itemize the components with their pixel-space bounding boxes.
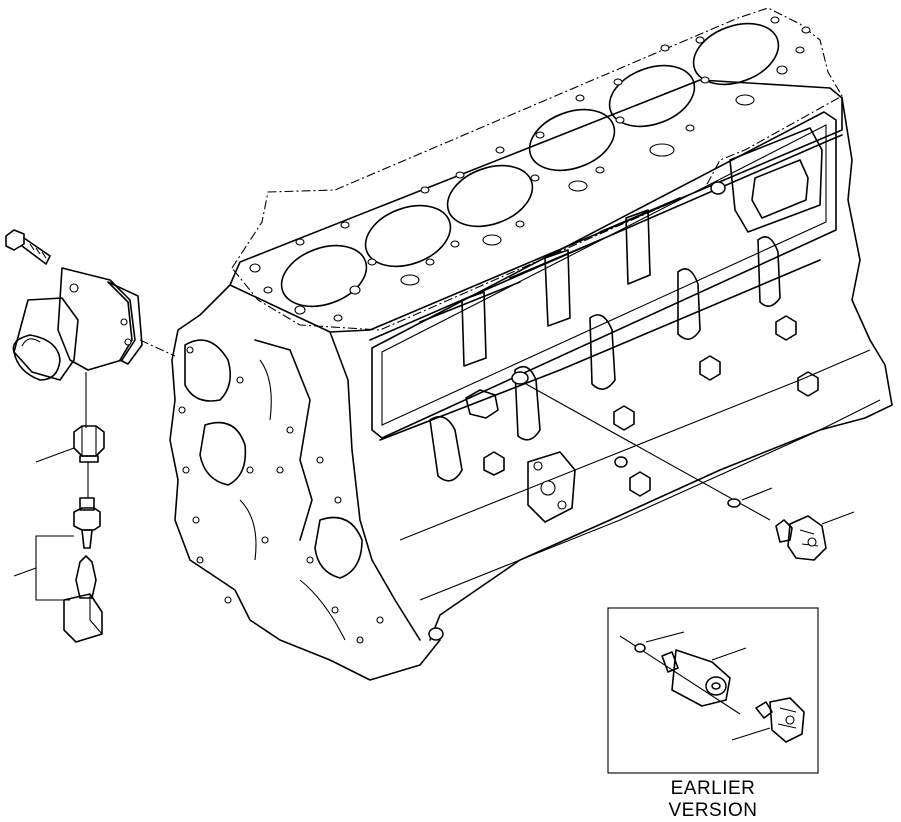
side-cover-rail	[371, 111, 837, 439]
block-right-side	[429, 97, 893, 641]
callout-leader	[821, 511, 855, 525]
housing-flange	[107, 281, 143, 365]
housing-bolt-hole	[69, 283, 79, 293]
gasket-holes	[249, 16, 811, 322]
head-gasket-outline	[231, 7, 843, 331]
oil-pressure-switch	[775, 515, 827, 561]
housing-mount-line	[139, 339, 176, 357]
sender-bracket	[35, 535, 74, 601]
flange-hole	[533, 461, 543, 471]
callout-leader	[35, 447, 75, 463]
bottom-plug	[428, 627, 444, 641]
side-plug-port	[614, 456, 628, 468]
bolt-icon	[5, 229, 51, 265]
water-outlet-inner	[751, 159, 809, 219]
flange-hole	[557, 500, 567, 510]
block-side-rail-mid	[379, 259, 821, 441]
cover-crossbar-2	[509, 239, 601, 327]
oil-pressure-switch-assembly	[525, 383, 855, 561]
side-bosses	[429, 236, 781, 482]
block-deck-outline	[229, 79, 843, 333]
side-cover-inner	[381, 124, 827, 426]
cylinder-bores	[280, 22, 780, 308]
housing-outlet-pipe	[13, 297, 79, 381]
block-front-edge	[329, 331, 421, 641]
thermostat-housing-assembly	[5, 229, 176, 643]
switch-leader-line	[525, 383, 771, 521]
callout-leader	[741, 487, 773, 501]
outlet-pipe-mouth	[12, 334, 61, 381]
housing-bolt-hole	[120, 318, 128, 326]
block-front-face	[169, 284, 441, 681]
cover-crossbar-1	[419, 281, 521, 367]
side-hex-plugs	[465, 315, 819, 497]
block-side-rail-lower	[399, 349, 871, 541]
front-bore-lower	[314, 516, 363, 579]
inset-adapter-bolt	[755, 697, 805, 743]
flange-hole-center	[540, 480, 556, 496]
callout-leader	[13, 567, 37, 577]
block-side-rail-upper	[369, 134, 843, 341]
side-plug-port	[511, 371, 529, 385]
mounting-flange	[527, 451, 576, 523]
water-outlet-opening	[729, 127, 823, 233]
cylinder-block	[169, 7, 893, 681]
front-bore	[199, 421, 247, 486]
front-web-line	[239, 359, 346, 641]
inset-o-ring	[634, 643, 646, 653]
o-ring	[727, 498, 741, 508]
front-bolt-holes	[178, 346, 384, 644]
sender-connector	[63, 555, 103, 643]
housing-bolt-hole	[124, 338, 132, 346]
inset-pressure-sender	[661, 649, 731, 707]
side-plug-port	[710, 181, 726, 195]
temperature-sender	[73, 497, 101, 549]
inset-caption-line2: VERSION	[668, 800, 758, 821]
inset-caption-line1: EARLIER	[670, 778, 756, 799]
block-skirt-line	[419, 399, 881, 601]
inset-frame	[607, 607, 819, 774]
front-gear-cover-edge	[254, 339, 313, 541]
cover-crossbar-3	[599, 197, 681, 285]
earlier-version-inset	[607, 607, 819, 774]
adapter-fitting	[73, 425, 105, 463]
front-water-pump-boss	[184, 339, 231, 402]
